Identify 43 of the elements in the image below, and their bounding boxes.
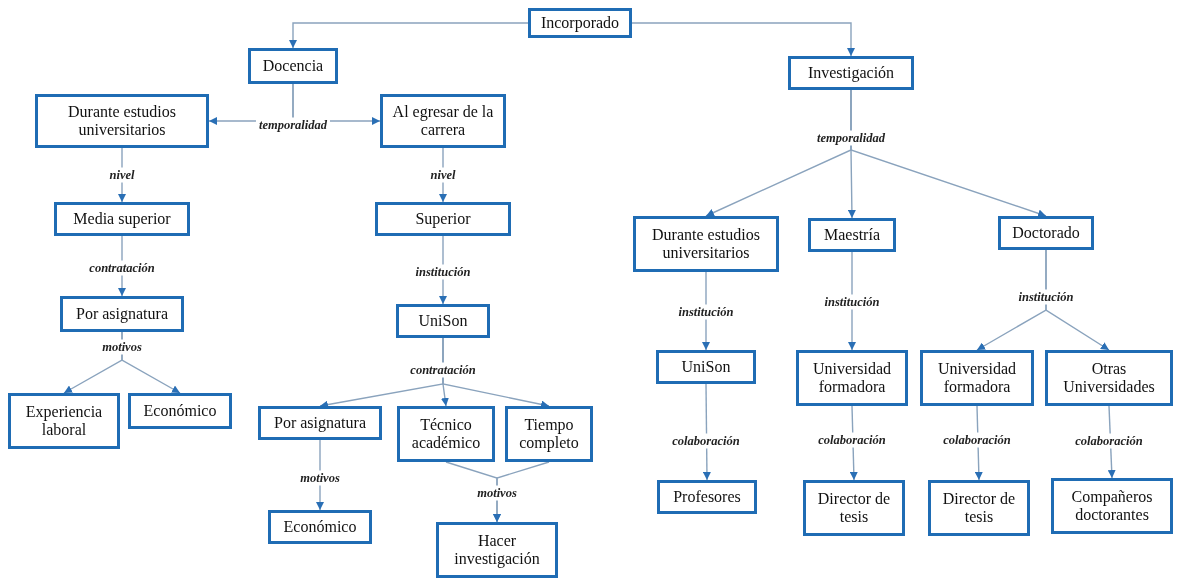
concept-box: Técnico académico: [397, 406, 495, 462]
connector-arrow: [1045, 249, 1110, 351]
edge-label: colaboración: [940, 432, 1014, 448]
edge-label: contratación: [407, 362, 479, 378]
concept-box: Maestría: [808, 218, 896, 252]
connector-arrow: [631, 22, 855, 57]
edge-label: temporalidad: [255, 117, 331, 133]
concept-box: Director de tesis: [928, 480, 1030, 536]
concept-box: Docencia: [248, 48, 338, 84]
concept-box: Profesores: [657, 480, 757, 514]
concept-box: Durante estudios universitarios: [633, 216, 779, 272]
concept-box: Universidad formadora: [796, 350, 908, 406]
edge-label: motivos: [99, 339, 145, 355]
concept-box: Director de tesis: [803, 480, 905, 536]
edge-label: nivel: [427, 167, 459, 183]
concept-box: Durante estudios universitarios: [35, 94, 209, 148]
concept-box: Media superior: [54, 202, 190, 236]
edge-label: contratación: [86, 260, 158, 276]
concept-box: Investigación: [788, 56, 914, 90]
concept-box: Otras Universidades: [1045, 350, 1173, 406]
concept-box: Compañeros doctorantes: [1051, 478, 1173, 534]
concept-box: Incorporado: [528, 8, 632, 38]
concept-box: Tiempo completo: [505, 406, 593, 462]
concept-box: Superior: [375, 202, 511, 236]
edge-label: colaboración: [815, 432, 889, 448]
edge-label: colaboración: [669, 433, 743, 449]
concept-box: Hacer investigación: [436, 522, 558, 578]
concept-box: UniSon: [396, 304, 490, 338]
concept-box: Doctorado: [998, 216, 1094, 250]
edge-label: colaboración: [1072, 433, 1146, 449]
concept-box: Económico: [268, 510, 372, 544]
connector-arrow: [289, 22, 529, 49]
edge-label: nivel: [106, 167, 138, 183]
concept-box: Experiencia laboral: [8, 393, 120, 449]
concept-box: Económico: [128, 393, 232, 429]
concept-box: Al egresar de la carrera: [380, 94, 506, 148]
concept-box: UniSon: [656, 350, 756, 384]
concept-box: Por asignatura: [60, 296, 184, 332]
edge-label: motivos: [474, 485, 520, 501]
connector-arrow: [850, 89, 1047, 218]
edge-label: motivos: [297, 470, 343, 486]
concept-box: Universidad formadora: [920, 350, 1034, 406]
concept-box: Por asignatura: [258, 406, 382, 440]
